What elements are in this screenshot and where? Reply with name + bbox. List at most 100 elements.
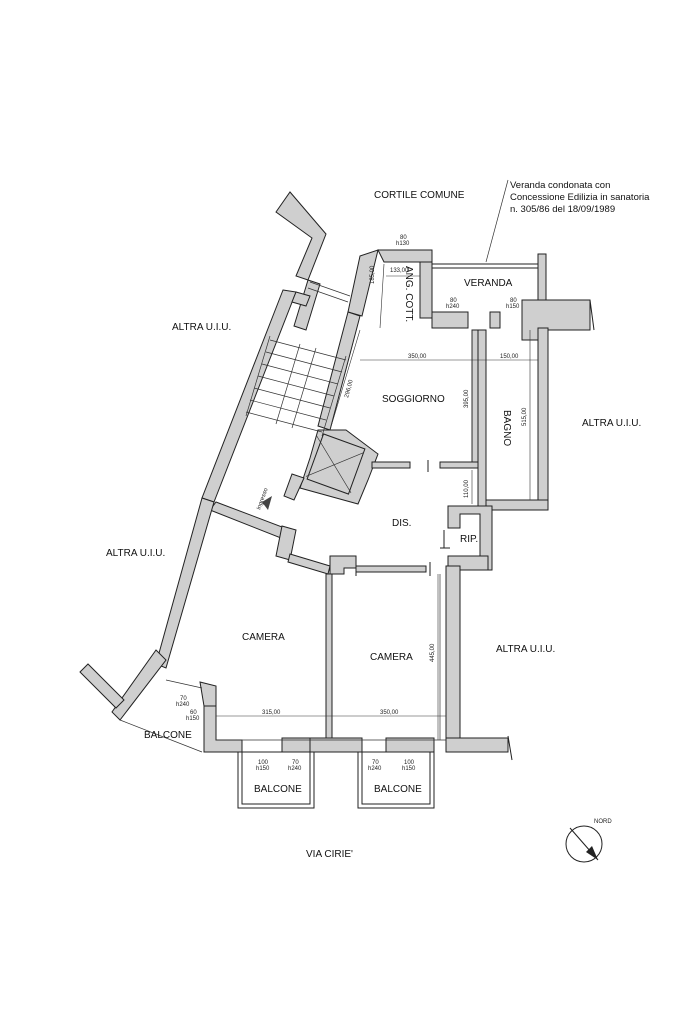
wall-left-angled	[111, 649, 167, 721]
walls	[79, 191, 595, 809]
note-leader	[485, 179, 509, 263]
balcone-left-top	[165, 679, 203, 689]
wall-veranda-bottom-mid	[489, 311, 501, 329]
label-altra-mid-left: ALTRA U.I.U.	[106, 548, 165, 559]
label-cortile: CORTILE COMUNE	[374, 190, 465, 201]
dim-camera-right-width: 350,00	[380, 710, 399, 716]
label-balcone-left: BALCONE	[144, 730, 192, 741]
win-veranda-right-w: 80	[510, 298, 517, 304]
dim-corridor	[329, 329, 361, 431]
wall-camera-top-mid	[287, 553, 331, 575]
label-altra-top-left: ALTRA U.I.U.	[172, 322, 231, 333]
stair-step	[249, 399, 327, 421]
wall-left-outer	[155, 497, 215, 669]
wall-ang-right	[419, 261, 433, 319]
stair-window-2	[307, 287, 349, 303]
stair-step	[257, 375, 335, 397]
stairs	[245, 335, 347, 437]
win-veranda-right-h: h150	[506, 304, 520, 310]
wall-bagno-bottom	[485, 499, 549, 511]
note-line-2: Concessione Edilizia in sanatoria	[510, 192, 650, 203]
wall-stair-top	[275, 191, 327, 281]
dim-corridor-diag: 296,00	[344, 379, 355, 399]
dimension-labels: 133,00 185,00 296,00 350,00 150,00 395,0…	[262, 265, 528, 716]
dim-bagno-height: 515,00	[522, 407, 528, 426]
balcony-mid-box	[237, 751, 315, 809]
wall-left-tail	[79, 663, 125, 709]
label-soggiorno: SOGGIORNO	[382, 394, 445, 405]
stair-step	[245, 411, 323, 433]
label-altra-right-bottom: ALTRA U.I.U.	[496, 644, 555, 655]
wall-veranda-bottom	[431, 311, 469, 329]
wall-bottom-left	[203, 705, 243, 753]
win-balc-mid-h2: h240	[288, 766, 302, 772]
dim-camera-height: 445,00	[430, 643, 436, 662]
dim-ang-height: 185,00	[370, 265, 376, 284]
note-line-1: Veranda condonata con	[510, 180, 610, 191]
label-camera-left: CAMERA	[242, 632, 285, 643]
wall-camera-top-right	[355, 565, 427, 573]
wall-rip	[447, 505, 493, 571]
label-camera-right: CAMERA	[370, 652, 413, 663]
win-veranda-left-w: 80	[450, 298, 457, 304]
wall-right-outer	[445, 737, 509, 753]
note-block: Veranda condonata con Concessione Ediliz…	[510, 180, 650, 215]
wall-sogg-dis-left	[371, 461, 411, 469]
note-line-3: n. 305/86 del 18/09/1989	[510, 204, 615, 215]
dim-bagno-width: 150,00	[500, 354, 519, 360]
right-tail-top	[589, 299, 595, 331]
wall-stair-inner	[283, 473, 305, 501]
stair-rail-mid	[275, 343, 301, 425]
win-ang-top-h: h130	[396, 241, 410, 247]
win-balc-mid-w1: 100	[258, 760, 269, 766]
wall-balcone-left-corner	[199, 681, 217, 707]
win-balc-mid-w2: 70	[292, 760, 299, 766]
dim-ang-width: 133,00	[390, 268, 409, 274]
label-dis: DIS.	[392, 518, 411, 529]
win-balc-right-w2: 100	[404, 760, 415, 766]
stair-rail-right	[321, 355, 347, 437]
balcony-right-inner	[361, 751, 431, 805]
wall-stair-link	[291, 291, 311, 307]
lift-box	[306, 433, 366, 495]
label-ang-cott: ANG. COTT.	[403, 266, 414, 322]
north-arrow	[565, 825, 603, 863]
doors	[355, 460, 450, 576]
dim-dis-gap: 110,00	[464, 479, 470, 498]
label-bagno: BAGNO	[501, 410, 512, 446]
entrance-arrow-icon	[262, 496, 272, 510]
stair-window	[309, 281, 351, 297]
win-balc-left-h: h150	[186, 716, 200, 722]
wall-veranda-right	[537, 253, 547, 303]
compass-circle	[565, 825, 603, 863]
wall-lift	[299, 429, 379, 505]
win-balc-mid-h1: h150	[256, 766, 270, 772]
balcony-mid-inner	[241, 751, 311, 805]
win-balc-right-w1: 70	[372, 760, 379, 766]
win-balc-right-h2: h150	[402, 766, 416, 772]
win-balc-left-w2: 70	[180, 696, 187, 702]
wall-camera-right	[445, 565, 461, 741]
wall-stair-right-upper	[293, 279, 321, 331]
dim-soggiorno-width: 350,00	[408, 354, 427, 360]
win-ang-top-w: 80	[400, 235, 407, 241]
stair-step	[269, 339, 347, 361]
dim-camera-left-width: 315,00	[262, 710, 281, 716]
wall-camera-divider	[325, 573, 333, 741]
lift-x2	[305, 452, 364, 477]
dim-soggiorno-height: 395,00	[464, 389, 470, 408]
stair-step	[261, 363, 339, 385]
balcony-right-box	[357, 751, 435, 809]
wall-camera-center-top	[329, 555, 357, 575]
label-rip: RIP.	[460, 534, 478, 545]
win-veranda-left-h: h240	[446, 304, 460, 310]
compass-head	[586, 846, 598, 860]
label-veranda: VERANDA	[464, 278, 513, 289]
win-balc-left-h2: h240	[176, 702, 190, 708]
stair-step	[253, 387, 331, 409]
wall-ang-top	[377, 249, 433, 263]
wall-camera-top-left	[209, 501, 291, 541]
win-balc-right-h1: h240	[368, 766, 382, 772]
window-labels: 80 h130 80 h240 80 h150 70 h240 60 h150 …	[176, 235, 520, 772]
